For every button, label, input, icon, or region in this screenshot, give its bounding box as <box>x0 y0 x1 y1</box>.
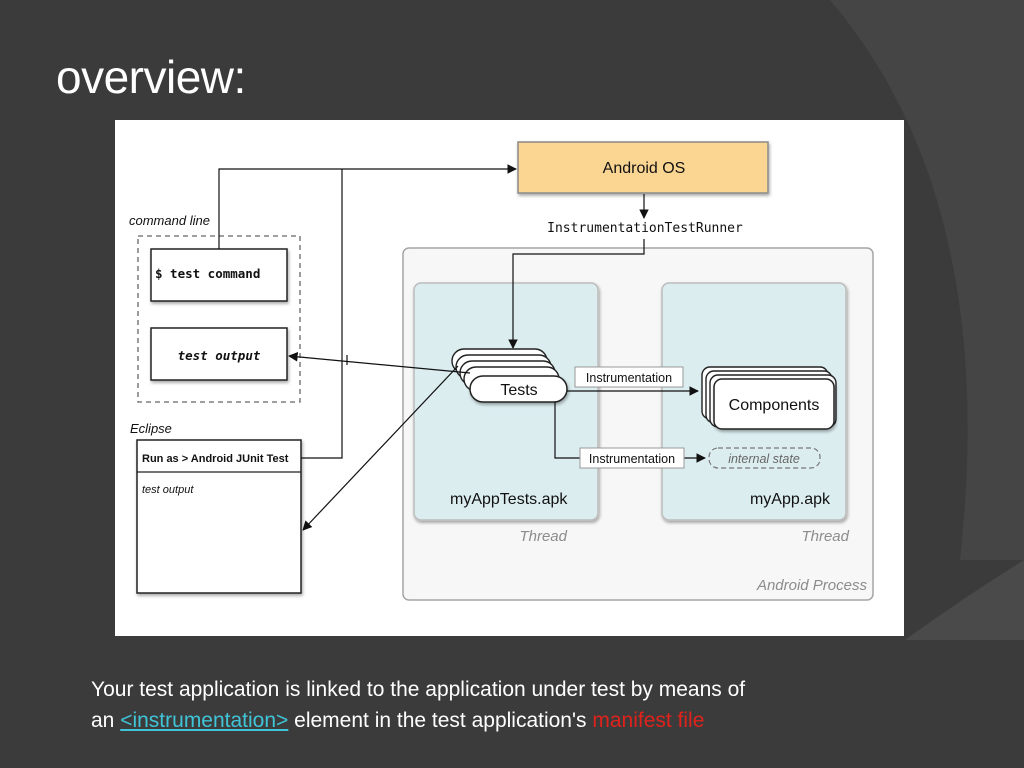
slide-caption: Your test application is linked to the a… <box>91 674 911 736</box>
instrumentation-link[interactable]: <instrumentation> <box>120 709 289 732</box>
android-os-label: Android OS <box>603 160 686 177</box>
eclipse-window <box>136 439 302 594</box>
components-label: Components <box>729 397 820 414</box>
android-process-label: Android Process <box>756 577 868 594</box>
tests-stack <box>451 348 568 403</box>
manifest-file-highlight: manifest file <box>592 709 705 732</box>
test-output-text: test output <box>178 348 261 363</box>
test-output-box <box>150 327 288 381</box>
caption-middle: element in the test application's <box>288 709 593 732</box>
instrumentation-label-bottom: Instrumentation <box>589 452 675 466</box>
tests-thread-label: Thread <box>519 528 567 545</box>
eclipse-label: Eclipse <box>130 421 172 436</box>
caption-line-1: Your test application is linked to the a… <box>91 678 746 701</box>
tests-apk-label: myAppTests.apk <box>450 491 568 508</box>
slide-title: overview: <box>56 51 246 103</box>
components-stack <box>701 366 837 430</box>
app-thread-label: Thread <box>801 528 849 545</box>
test-command-text: $ test command <box>155 266 260 281</box>
instrumentation-label-top: Instrumentation <box>586 371 672 385</box>
architecture-diagram: Android Process Thread Thread myAppTests… <box>115 120 904 636</box>
android-os-box <box>517 141 769 194</box>
eclipse-run-menu: Run as > Android JUnit Test <box>142 453 289 465</box>
runner-label: InstrumentationTestRunner <box>547 221 743 236</box>
eclipse-output-text: test output <box>142 484 194 496</box>
internal-state-box <box>708 447 821 469</box>
command-line-label: command line <box>129 213 210 228</box>
app-apk-label: myApp.apk <box>750 491 831 508</box>
caption-prefix: an <box>91 709 121 732</box>
internal-state-label: internal state <box>728 452 800 466</box>
tests-label: Tests <box>500 382 537 399</box>
